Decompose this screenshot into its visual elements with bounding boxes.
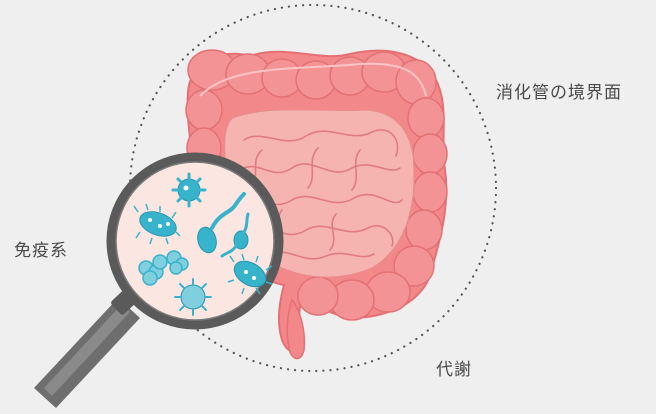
metabolism-label: 代謝 [436,355,472,380]
immune-system-label: 免疫系 [14,236,68,261]
spiky-virus-icon [175,279,211,315]
magnifier-icon [34,157,279,408]
rectum [287,300,304,359]
boundary-label: 消化管の境界面 [496,78,622,103]
virus-icon [173,174,205,206]
